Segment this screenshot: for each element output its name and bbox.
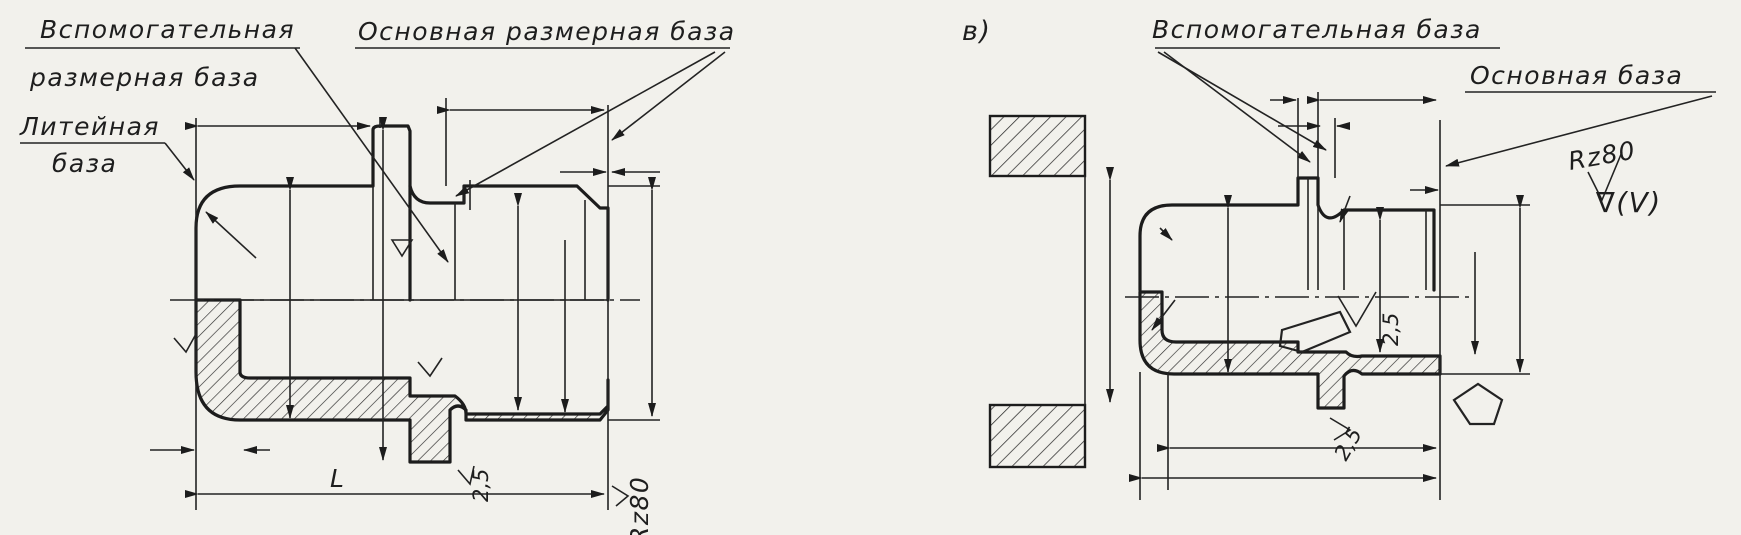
left-aux-base-label-1: Вспомогательная bbox=[40, 15, 295, 44]
left-cast-base-label-2: база bbox=[52, 149, 117, 178]
right-roughness-mark: ∇(V) bbox=[1595, 186, 1662, 219]
right-roughness-rz80: Rz80 bbox=[1566, 135, 1638, 175]
right-main-base-label: Основная база bbox=[1470, 61, 1683, 90]
figure-v-label: в) bbox=[962, 16, 991, 47]
right-section-hatch bbox=[1138, 290, 1442, 410]
fixture-wall-bottom bbox=[988, 403, 1087, 469]
left-roughness-2-5: 2,5 bbox=[469, 469, 493, 502]
fixture-wall-top bbox=[988, 114, 1087, 178]
left-aux-base-label-2: размерная база bbox=[29, 63, 260, 92]
right-roughness-2-5-lower: 2,5 bbox=[1330, 424, 1367, 465]
right-part-drawing: в) bbox=[962, 15, 1716, 500]
left-roughness-rz80: Rz80 bbox=[625, 476, 654, 535]
left-section-hatch bbox=[194, 298, 610, 464]
cutting-tool-2 bbox=[1452, 382, 1504, 426]
left-part-drawing: Вспомогательная размерная база Основная … bbox=[19, 15, 736, 535]
right-upper-outline bbox=[1138, 176, 1436, 292]
left-upper-outline bbox=[194, 124, 610, 302]
right-aux-base-label: Вспомогательная база bbox=[1152, 15, 1482, 44]
right-roughness-2-5-mid: 2,5 bbox=[1379, 313, 1403, 346]
left-cast-base-label-1: Литейная bbox=[19, 112, 160, 141]
cutting-tool-1 bbox=[1278, 310, 1352, 354]
left-main-dim-base-label: Основная размерная база bbox=[358, 17, 736, 46]
dim-L-label: L bbox=[330, 464, 345, 493]
